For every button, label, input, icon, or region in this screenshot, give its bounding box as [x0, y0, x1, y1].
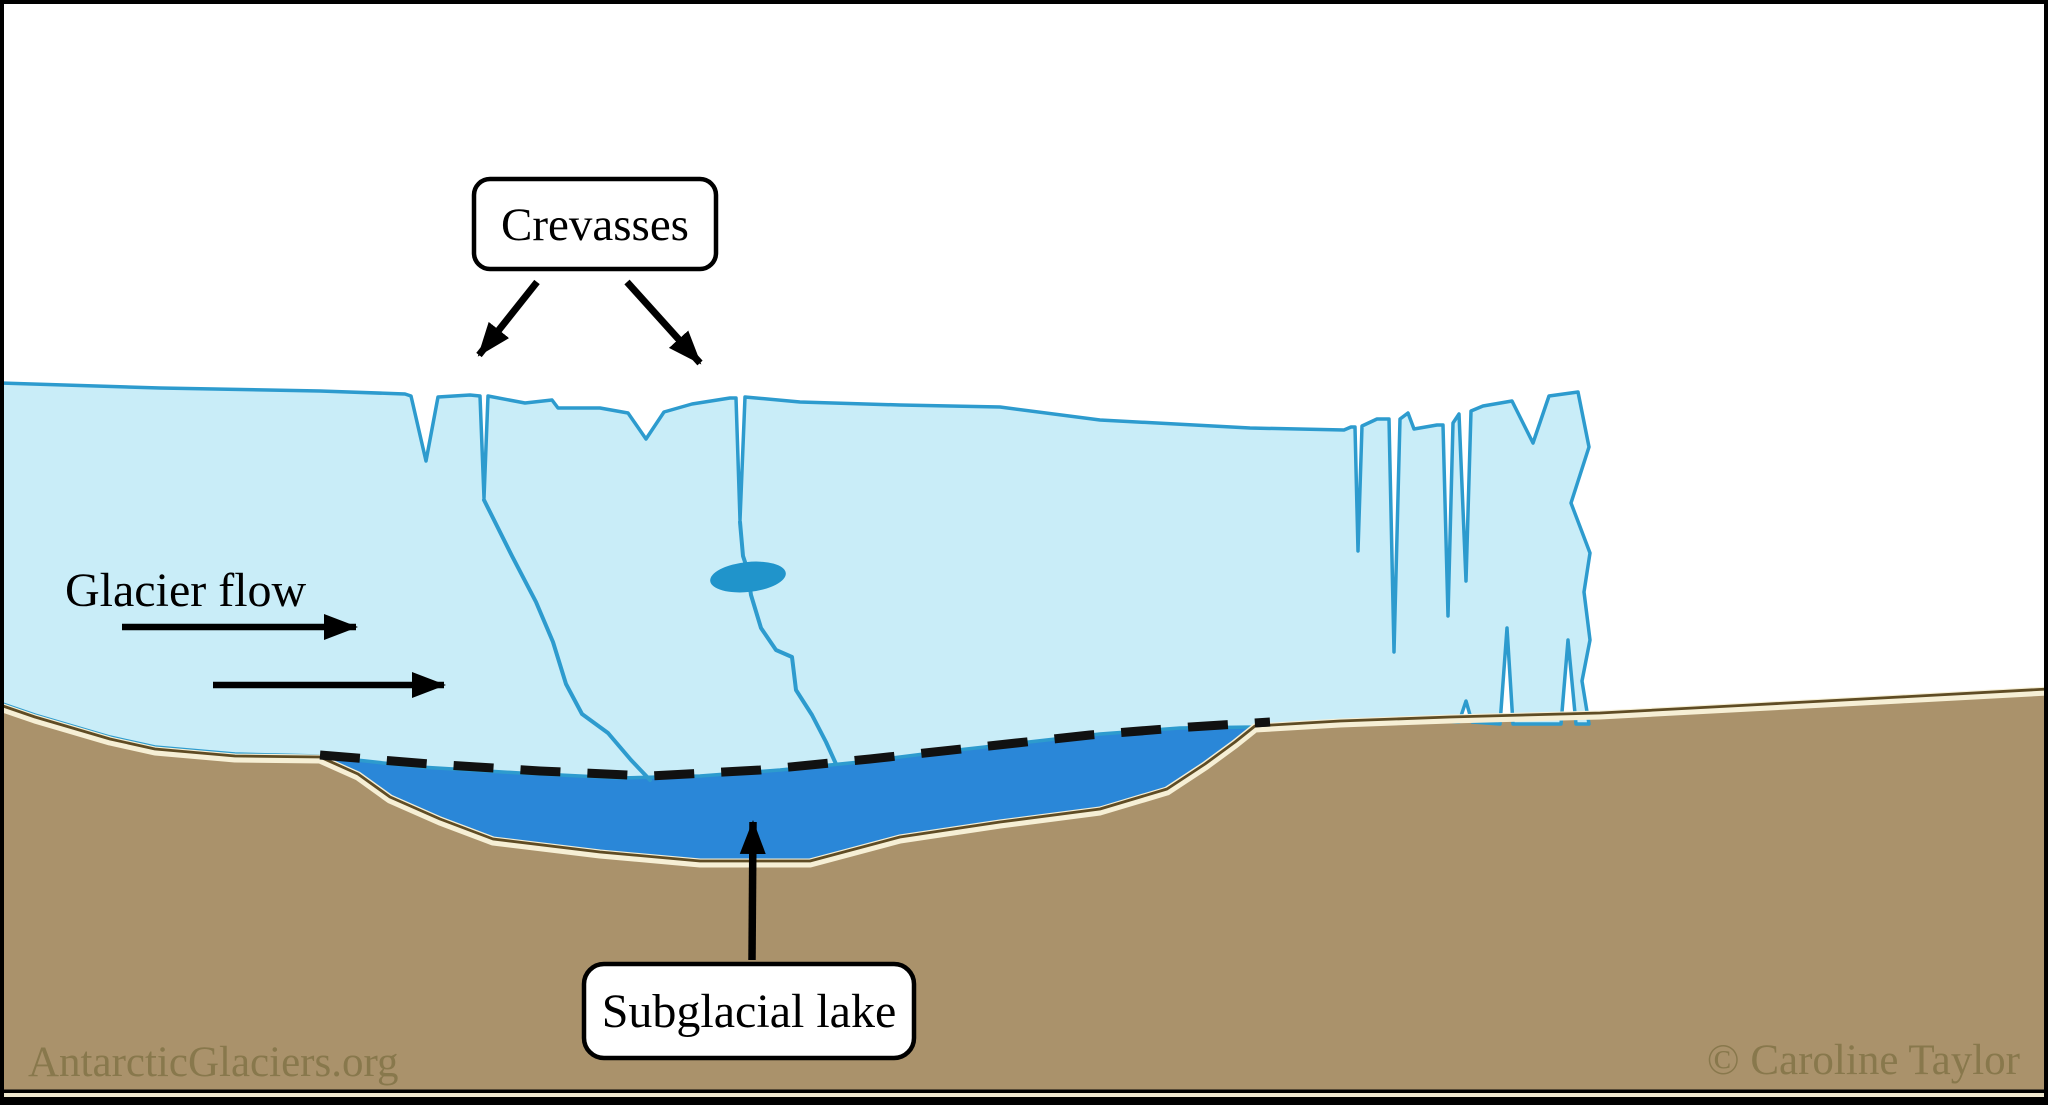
bedrock	[0, 690, 2048, 1105]
englacial-water-pocket	[710, 561, 786, 593]
bottom-cream-strip	[0, 1093, 2048, 1097]
bedrock-surface-highlight	[0, 686, 2048, 868]
glacier-flow-label: Glacier flow	[65, 564, 307, 617]
subglacial-lake-pointer-arrow	[739, 820, 766, 961]
crevasses-pointer-arrow-left	[476, 279, 540, 358]
crevasse-meltwater-channel-1	[482, 498, 652, 782]
crevasses-pointer-arrow-right	[624, 279, 703, 366]
bottom-divider-line	[0, 1089, 2048, 1093]
subglacial-lake-label: Subglacial lake	[602, 985, 897, 1038]
watermark-antarcticglaciers: AntarcticGlaciers.org	[28, 1039, 399, 1086]
crevasses-callout-box	[471, 176, 719, 272]
crevasses-label: Crevasses	[501, 199, 689, 251]
glacier-ice	[0, 381, 1592, 780]
subglacial-lake-callout-box	[581, 961, 917, 1061]
ice-lake-interface-dashed-line	[319, 717, 1271, 781]
subglacial-lake-water	[320, 727, 1255, 862]
copyright-caroline-taylor: © Caroline Taylor	[1707, 1037, 2020, 1084]
bedrock-surface-outline	[0, 687, 2048, 863]
